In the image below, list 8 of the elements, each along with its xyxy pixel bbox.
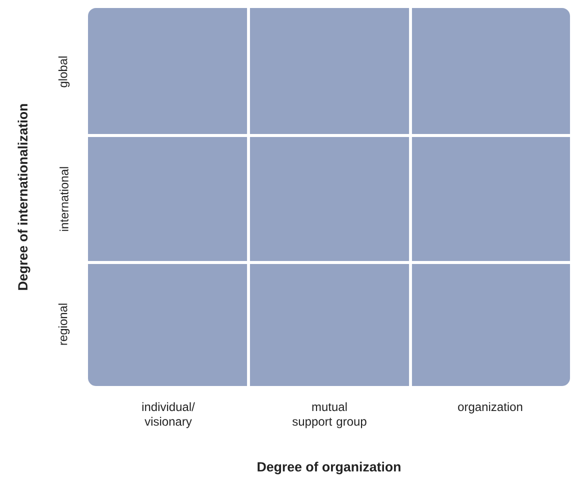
column-label: mutual support group xyxy=(292,402,366,428)
column-label: individual/ visionary xyxy=(142,402,195,428)
row-label: international xyxy=(60,167,68,231)
column-label: organization xyxy=(458,402,522,414)
row-label: regional xyxy=(58,304,70,345)
axis-title: Degree of internationalization xyxy=(18,104,30,290)
axis-title: Degree of organization xyxy=(258,462,400,474)
row-label: global xyxy=(58,56,70,88)
